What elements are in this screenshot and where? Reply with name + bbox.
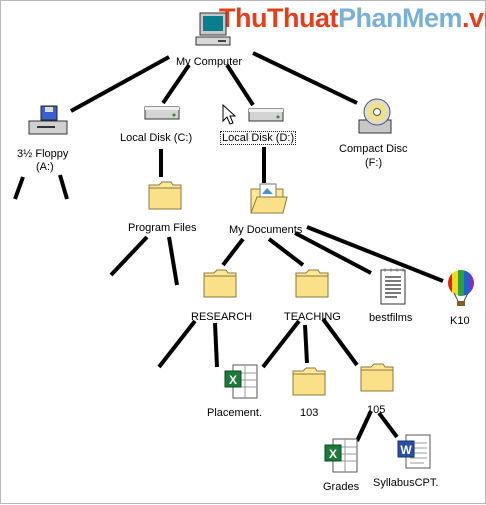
edge-105-syllabus xyxy=(377,411,399,439)
my-documents-label[interactable]: My Documents xyxy=(229,224,303,236)
hard-disk-icon[interactable] xyxy=(143,103,181,125)
teaching-label[interactable]: TEACHING xyxy=(284,311,341,323)
hot-air-balloon-icon[interactable] xyxy=(444,269,478,309)
local-disk-c-label[interactable]: Local Disk (C:) xyxy=(120,132,193,144)
hard-disk-icon[interactable] xyxy=(247,105,285,127)
text-document-icon[interactable] xyxy=(377,267,409,307)
floppy-drive-icon[interactable] xyxy=(27,105,69,137)
edge-mydocs-research xyxy=(221,237,245,267)
edge-105-grades xyxy=(355,410,373,442)
excel-file-icon[interactable]: X xyxy=(323,437,359,475)
edge-computer-cd xyxy=(252,51,358,105)
word-file-icon[interactable]: W xyxy=(396,433,432,471)
edge-computer-floppy xyxy=(70,55,170,113)
grades-label[interactable]: Grades xyxy=(323,481,360,493)
svg-text:X: X xyxy=(229,373,237,387)
svg-text:X: X xyxy=(329,447,337,461)
local-disk-d-text: Local Disk (D:) xyxy=(219,131,297,145)
compact-disc-label-line1[interactable]: Compact Disc xyxy=(339,143,408,155)
floppy-label-line2: (A:) xyxy=(36,161,54,173)
edge-research-right xyxy=(213,322,219,368)
edge-mydocs-k10 xyxy=(306,225,444,283)
edge-floppy-left xyxy=(13,176,25,200)
edge-computer-d xyxy=(225,63,255,107)
edge-computer-c xyxy=(161,63,191,105)
edge-mydocs-bestfilms xyxy=(294,231,372,275)
folder-105-label[interactable]: 105 xyxy=(367,404,386,416)
folder-icon[interactable] xyxy=(294,267,330,299)
floppy-label-line1[interactable]: 3½ Floppy xyxy=(17,148,69,160)
syllabus-label[interactable]: SyllabusCPT. xyxy=(373,477,439,489)
my-computer-label[interactable]: My Computer xyxy=(176,56,243,68)
edge-mydocs-teaching xyxy=(267,237,305,267)
edge-teaching-placement xyxy=(261,319,301,369)
edge-teaching-103 xyxy=(303,324,309,364)
folder-icon[interactable] xyxy=(202,267,238,299)
watermark-part-1: ThuThuat xyxy=(219,3,338,33)
placement-label[interactable]: Placement. xyxy=(207,407,263,419)
compact-disc-label-line2: (F:) xyxy=(365,157,383,169)
k10-label[interactable]: K10 xyxy=(450,315,470,327)
watermark-part-3: .vn xyxy=(462,3,486,33)
svg-text:W: W xyxy=(400,443,412,457)
watermark-part-2: PhanMem xyxy=(337,3,463,33)
computer-icon[interactable] xyxy=(194,11,234,51)
edge-research-left xyxy=(157,319,197,369)
folder-icon[interactable] xyxy=(147,179,183,211)
bestfilms-label[interactable]: bestfilms xyxy=(369,312,413,324)
watermark: ThuThuatPhanMem.vn xyxy=(219,3,486,34)
local-disk-d-label[interactable]: Local Disk (D:) xyxy=(219,131,297,145)
mouse-cursor-icon xyxy=(222,104,237,125)
cd-drive-icon[interactable] xyxy=(357,98,395,138)
excel-file-icon[interactable]: X xyxy=(223,363,259,401)
folder-icon[interactable] xyxy=(291,365,327,397)
research-label[interactable]: RESEARCH xyxy=(191,311,253,323)
open-folder-icon[interactable] xyxy=(249,181,289,217)
edge-pf-left xyxy=(109,235,149,277)
folder-icon[interactable] xyxy=(359,361,395,393)
edge-pf-right xyxy=(167,236,179,286)
edge-floppy-right xyxy=(58,174,69,200)
program-files-label[interactable]: Program Files xyxy=(128,222,197,234)
edge-teaching-105 xyxy=(321,317,359,367)
folder-103-label[interactable]: 103 xyxy=(300,407,319,419)
